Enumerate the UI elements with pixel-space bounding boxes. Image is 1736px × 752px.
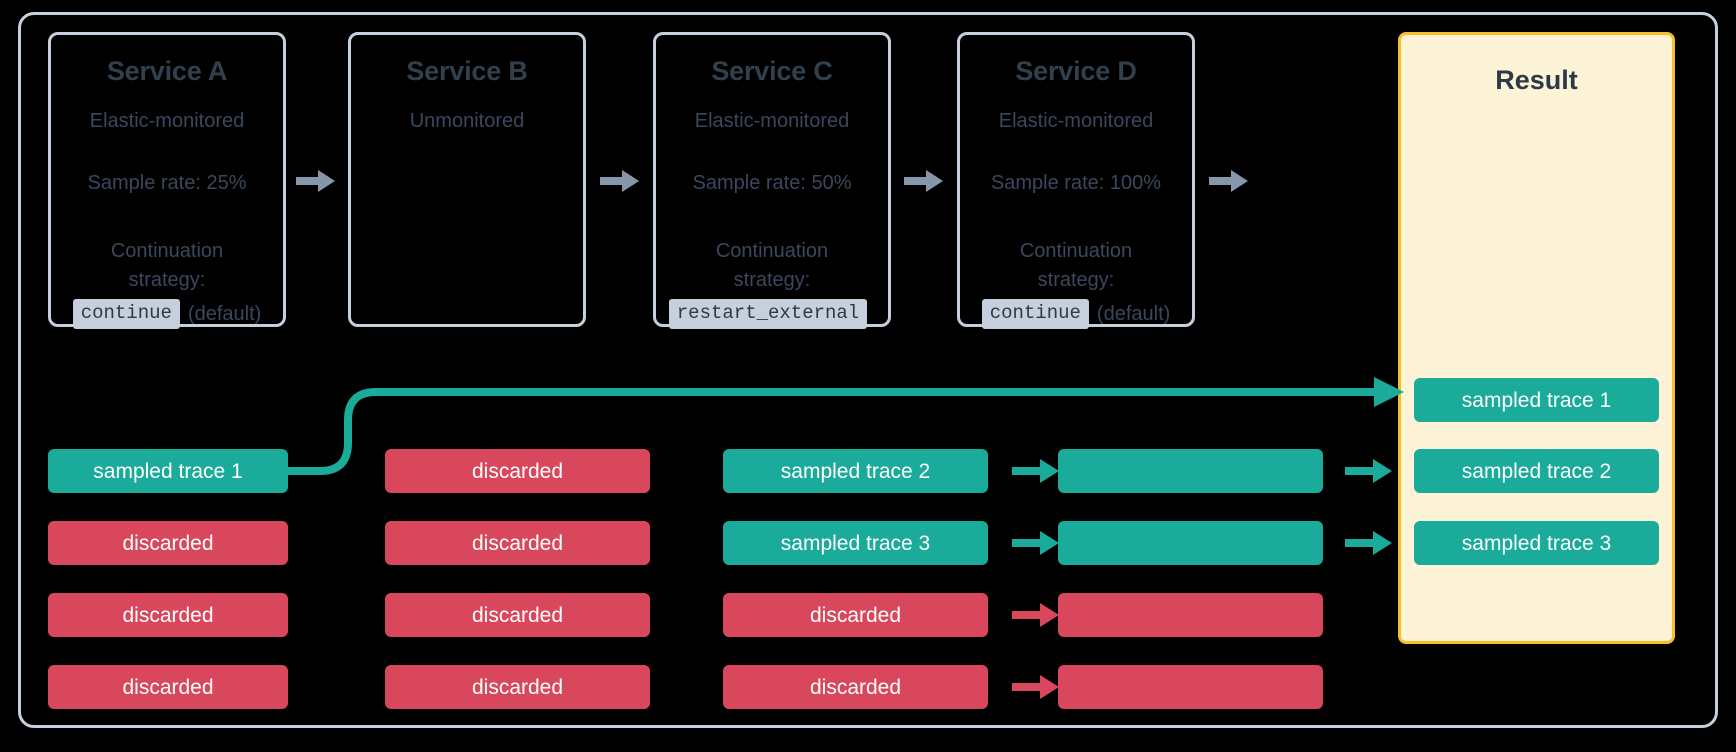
- result-trace-label: sampled trace 2: [1461, 459, 1612, 483]
- result-panel-title: Result: [1495, 65, 1578, 95]
- strategy-label-line2: strategy:: [1037, 268, 1115, 291]
- strategy-code-chip: continue: [981, 298, 1089, 330]
- strategy-label-line2: strategy:: [733, 268, 811, 291]
- arrow-right-icon: [1345, 458, 1393, 484]
- strategy-label-line1: Continuation: [715, 239, 829, 262]
- service-box-a[interactable]: Service A Elastic-monitored Sample rate:…: [48, 32, 286, 330]
- service-strategy-label: Continuation strategy:: [716, 237, 828, 295]
- strategy-label-line1: Continuation: [110, 239, 224, 262]
- strategy-label-line1: Continuation: [1019, 239, 1133, 262]
- trace-pill[interactable]: sampled trace 1: [48, 449, 288, 493]
- trace-label: sampled trace 2: [780, 459, 931, 483]
- arrow-right-icon: [296, 168, 336, 194]
- service-monitoring-status: Elastic-monitored: [694, 109, 850, 132]
- arrow-right-icon: [1209, 168, 1249, 194]
- trace-pill[interactable]: [1058, 521, 1323, 565]
- result-trace-label: sampled trace 1: [1461, 388, 1612, 412]
- trace-pill[interactable]: discarded: [385, 521, 650, 565]
- arrow-right-icon: [904, 168, 944, 194]
- service-strategy-label: Continuation strategy:: [1020, 237, 1132, 295]
- trace-pill[interactable]: sampled trace 3: [723, 521, 988, 565]
- service-strategy-label: Continuation strategy:: [111, 237, 223, 295]
- service-sample-rate: Sample rate: 50%: [692, 171, 852, 194]
- trace-pill[interactable]: discarded: [48, 593, 288, 637]
- arrow-right-icon: [1012, 530, 1060, 556]
- service-title: Service D: [1015, 56, 1137, 86]
- service-title: Service B: [406, 56, 528, 86]
- strategy-value-row: continue (default): [981, 298, 1171, 330]
- strategy-code-chip: restart_external: [668, 298, 868, 330]
- trace-label: discarded: [471, 603, 564, 627]
- trace-pill[interactable]: discarded: [723, 665, 988, 709]
- strategy-code-chip: continue: [72, 298, 180, 330]
- service-box-d[interactable]: Service D Elastic-monitored Sample rate:…: [957, 32, 1195, 330]
- trace-pill[interactable]: discarded: [385, 593, 650, 637]
- service-title: Service C: [711, 56, 833, 86]
- trace-label: sampled trace 3: [780, 531, 931, 555]
- trace-label: sampled trace 1: [93, 459, 243, 483]
- trace-label: discarded: [809, 675, 902, 699]
- strategy-value-row: restart_external: [668, 298, 875, 330]
- trace-pill[interactable]: sampled trace 2: [723, 449, 988, 493]
- trace-label: discarded: [471, 675, 564, 699]
- service-monitoring-status: Unmonitored: [409, 109, 525, 132]
- trace-label: discarded: [122, 675, 214, 699]
- arrow-right-icon: [1012, 458, 1060, 484]
- trace-label: discarded: [471, 459, 564, 483]
- trace-pill[interactable]: [1058, 593, 1323, 637]
- service-sample-rate: Sample rate: 25%: [87, 171, 247, 194]
- result-trace-pill[interactable]: sampled trace 2: [1414, 449, 1659, 493]
- service-monitoring-status: Elastic-monitored: [998, 109, 1154, 132]
- trace-pill[interactable]: discarded: [723, 593, 988, 637]
- arrow-right-icon: [1345, 530, 1393, 556]
- trace-pill[interactable]: [1058, 665, 1323, 709]
- arrow-right-icon: [1012, 674, 1060, 700]
- trace-label: discarded: [122, 603, 214, 627]
- trace-pill[interactable]: discarded: [48, 521, 288, 565]
- strategy-default-note: (default): [1096, 302, 1171, 325]
- service-title: Service A: [106, 56, 228, 86]
- trace-pill[interactable]: discarded: [385, 449, 650, 493]
- arrow-right-icon: [600, 168, 640, 194]
- service-box-c[interactable]: Service C Elastic-monitored Sample rate:…: [653, 32, 891, 330]
- strategy-value-row: continue (default): [72, 298, 262, 330]
- trace-label: discarded: [471, 531, 564, 555]
- trace-pill[interactable]: discarded: [385, 665, 650, 709]
- arrow-right-icon: [1012, 602, 1060, 628]
- result-trace-pill[interactable]: sampled trace 1: [1414, 378, 1659, 422]
- strategy-default-note: (default): [187, 302, 262, 325]
- trace-pill[interactable]: discarded: [48, 665, 288, 709]
- result-trace-pill[interactable]: sampled trace 3: [1414, 521, 1659, 565]
- trace-label: discarded: [809, 603, 902, 627]
- service-box-b[interactable]: Service B Unmonitored: [348, 32, 586, 327]
- result-trace-label: sampled trace 3: [1461, 531, 1612, 555]
- strategy-label-line2: strategy:: [128, 268, 206, 291]
- service-sample-rate: Sample rate: 100%: [990, 171, 1162, 194]
- trace-pill[interactable]: [1058, 449, 1323, 493]
- service-monitoring-status: Elastic-monitored: [89, 109, 245, 132]
- trace-label: discarded: [122, 531, 214, 555]
